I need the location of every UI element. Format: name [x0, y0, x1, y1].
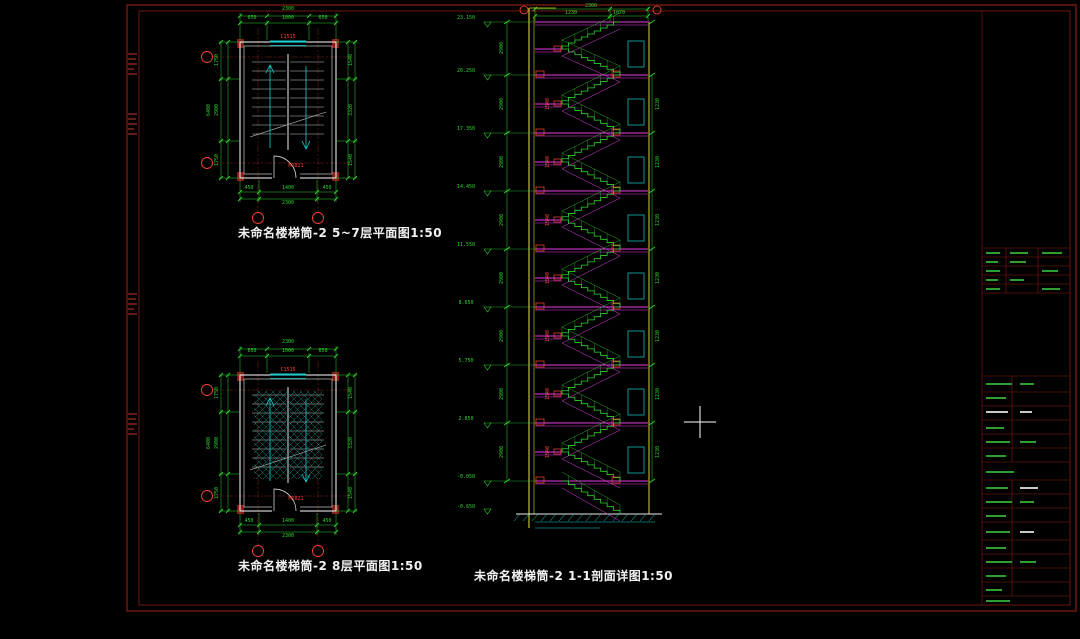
- plan-5-7-caption: 未命名楼梯筒-2 5~7层平面图1:50: [238, 224, 442, 241]
- plan-8-caption: 未命名楼梯筒-2 8层平面图1:50: [238, 557, 423, 574]
- plan-5-7-drawing: [202, 13, 358, 224]
- title-block-text-marks: [986, 253, 1062, 601]
- section-top-dims: [533, 7, 650, 21]
- section-caption: 未命名楼梯筒-2 1-1剖面详图1:50: [474, 567, 673, 584]
- sheet-frame: [127, 5, 1076, 611]
- plan-8-hatch: [254, 391, 322, 479]
- section-axis-bubbles: [520, 6, 661, 14]
- section-1-1-drawing: [484, 8, 662, 528]
- crosshair-cursor: [684, 406, 716, 438]
- frame-stamps: [128, 54, 137, 434]
